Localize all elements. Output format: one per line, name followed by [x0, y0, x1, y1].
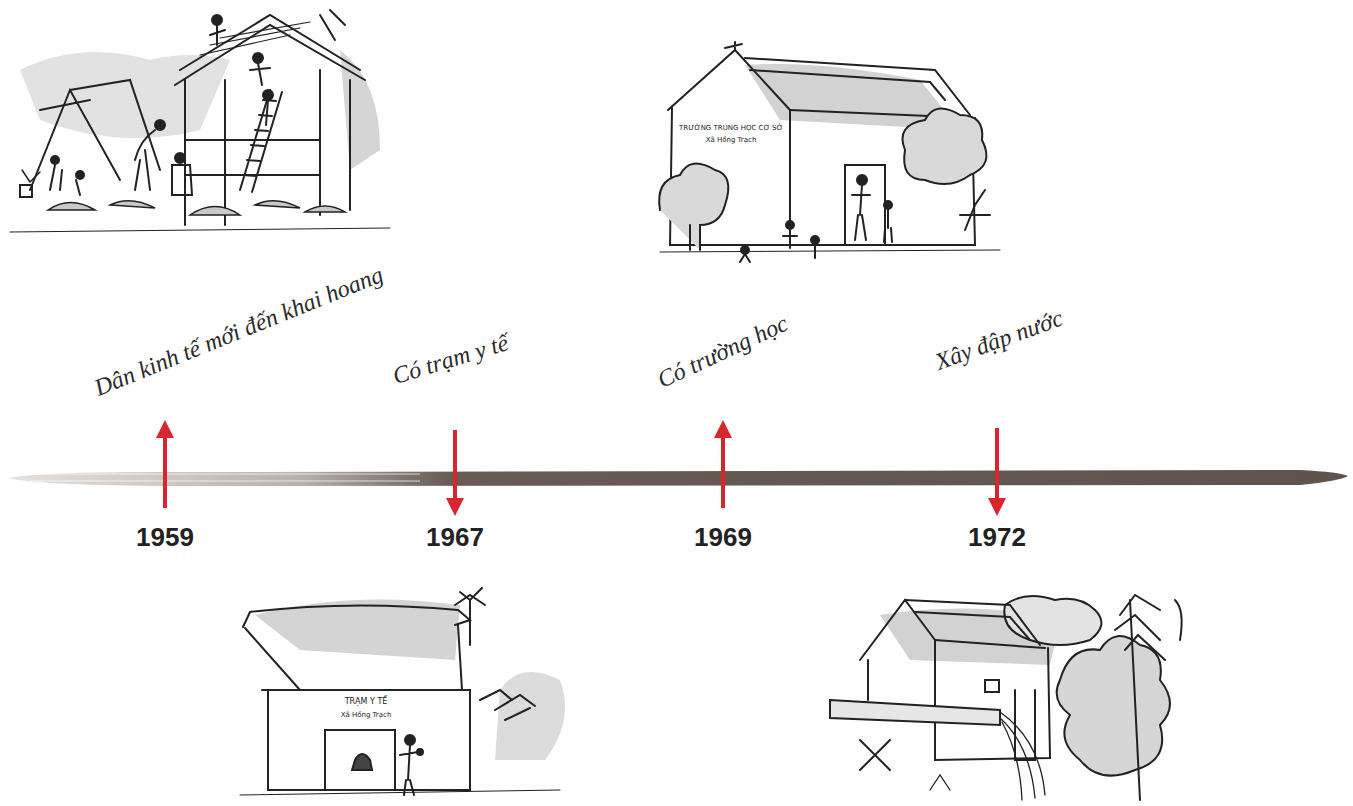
sign-text: TRẠM Y TẾ — [343, 697, 390, 707]
settlers-sketch — [10, 10, 390, 232]
year-label: 1972 — [968, 524, 1026, 550]
timeline-bar — [8, 470, 1348, 486]
dam-sketch — [830, 595, 1182, 800]
sign-text: TRƯỜNG TRUNG HỌC CƠ SỞ — [677, 124, 785, 133]
bar-streaks — [30, 474, 420, 481]
event-caption: Dân kinh tế mới đến khai hoang — [91, 262, 386, 400]
sign-text: Xã Hồng Trạch — [339, 711, 394, 720]
year-label: 1967 — [426, 524, 484, 550]
sign-text: Xã Hồng Trạch — [704, 136, 759, 145]
event-caption: Xây đập nước — [932, 306, 1066, 374]
year-label: 1959 — [136, 524, 194, 550]
health-station-sketch — [240, 588, 565, 795]
event-caption: Có trường học — [654, 311, 792, 392]
year-label: 1969 — [694, 524, 752, 550]
event-arrows — [156, 420, 1006, 516]
event-caption: Có trạm y tế — [390, 330, 511, 388]
school-sketch — [659, 42, 1000, 262]
